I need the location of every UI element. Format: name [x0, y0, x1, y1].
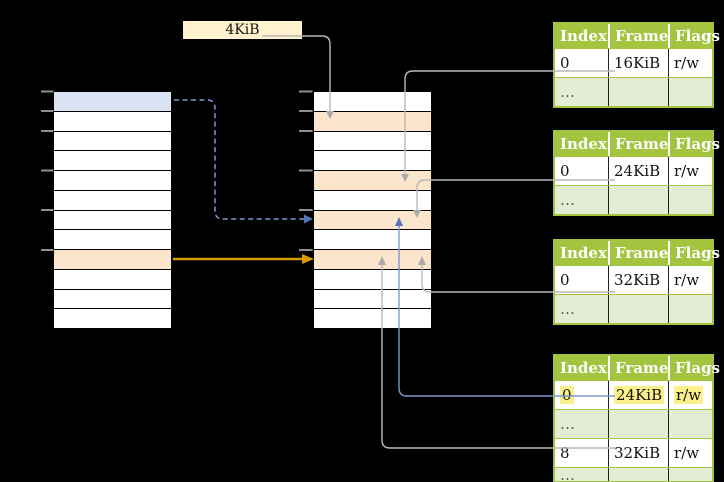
- table-row-ellipsis: …: [555, 185, 712, 214]
- table-row-ellipsis: …: [555, 467, 712, 481]
- column-header-index: Index: [560, 244, 607, 262]
- page-table-1: Index Frame Flags 0 16KiB r/w …: [553, 22, 720, 108]
- physical-memory-row: [314, 309, 431, 328]
- frame-cell: [608, 78, 668, 106]
- frame-cell: [608, 410, 668, 438]
- translation-arrow-dashed-blue: [174, 99, 304, 220]
- frame-cell: 24KiB: [608, 157, 668, 185]
- table-row: 0 16KiB r/w: [555, 48, 712, 77]
- index-cell: 0: [560, 271, 570, 289]
- table-row-ellipsis: …: [555, 294, 712, 323]
- physical-memory-frame-32kib: [314, 250, 431, 270]
- page-table-4: Index Frame Flags 0 24KiB r/w … 8 32KiB …: [553, 354, 720, 482]
- physical-memory-row: [314, 289, 431, 310]
- frame-cell: [608, 186, 668, 214]
- flags-cell: [668, 186, 712, 214]
- table-row-highlighted: 0 24KiB r/w: [555, 380, 712, 409]
- page-table-header: Index Frame Flags: [555, 24, 720, 48]
- physical-memory-frame-24kib: [314, 210, 431, 231]
- virtual-memory-row: [54, 210, 171, 231]
- virtual-memory-row: [54, 151, 171, 171]
- arrowhead-right-icon: [304, 214, 313, 224]
- column-header-flags: Flags: [668, 241, 720, 265]
- column-header-index: Index: [560, 135, 607, 153]
- page-table-3: Index Frame Flags 0 32KiB r/w …: [553, 239, 720, 325]
- table-row: 0 24KiB r/w: [555, 156, 712, 185]
- frame-cell: 32KiB: [608, 439, 668, 467]
- frame-cell: 16KiB: [608, 49, 668, 77]
- table-row: 8 32KiB r/w: [555, 438, 712, 467]
- flags-cell: [668, 410, 712, 438]
- column-header-frame: Frame: [608, 24, 668, 48]
- column-header-frame: Frame: [608, 132, 668, 156]
- page-table-header: Index Frame Flags: [555, 132, 720, 156]
- table-row: 0 32KiB r/w: [555, 265, 712, 294]
- index-cell: 8: [560, 444, 570, 462]
- page-table-2: Index Frame Flags 0 24KiB r/w …: [553, 130, 720, 216]
- virtual-memory-column: [53, 91, 172, 329]
- physical-memory-row: [314, 269, 431, 290]
- page-table-header: Index Frame Flags: [555, 241, 720, 265]
- flags-cell: r/w: [668, 266, 712, 294]
- virtual-memory-row: [54, 269, 171, 290]
- column-header-index: Index: [560, 27, 607, 45]
- virtual-memory-row: [54, 111, 171, 132]
- column-header-frame: Frame: [608, 356, 668, 380]
- index-cell: …: [560, 467, 575, 481]
- flags-cell: [668, 78, 712, 106]
- index-cell: …: [560, 191, 575, 209]
- virtual-memory-row: [54, 131, 171, 152]
- physical-memory-row: [314, 230, 431, 250]
- highlighted-value: 0: [560, 386, 574, 404]
- physical-memory-row: [314, 190, 431, 211]
- column-header-frame: Frame: [608, 241, 668, 265]
- column-header-index: Index: [560, 359, 607, 377]
- physical-memory-row: [314, 131, 431, 152]
- flags-cell: r/w: [668, 381, 712, 409]
- virtual-memory-row: [54, 230, 171, 250]
- index-cell: …: [560, 415, 575, 433]
- flags-cell: [668, 295, 712, 323]
- physical-memory-frame-4kib: [314, 111, 431, 132]
- column-header-flags: Flags: [668, 24, 720, 48]
- index-cell: 0: [555, 381, 608, 409]
- physical-memory-row: [314, 92, 431, 112]
- flags-cell: [668, 468, 712, 481]
- index-cell: …: [560, 83, 575, 101]
- virtual-memory-row-mapped-orange: [54, 250, 171, 270]
- physical-memory-frame-16kib: [314, 171, 431, 191]
- page-size-label: 4KiB: [183, 21, 302, 39]
- virtual-memory-row: [54, 171, 171, 191]
- virtual-memory-row: [54, 289, 171, 310]
- index-cell: 0: [560, 54, 570, 72]
- highlighted-value: 24KiB: [614, 386, 665, 404]
- flags-cell: r/w: [668, 439, 712, 467]
- page-table-header: Index Frame Flags: [555, 356, 720, 380]
- physical-memory-column: [313, 91, 432, 329]
- frame-cell: 32KiB: [608, 266, 668, 294]
- frame-cell: [608, 295, 668, 323]
- virtual-memory-row: [54, 190, 171, 211]
- virtual-memory-row-mapped-blue: [54, 92, 171, 112]
- index-cell: 0: [560, 162, 570, 180]
- highlighted-value: r/w: [674, 386, 704, 404]
- frame-cell: [608, 468, 668, 481]
- column-header-flags: Flags: [668, 356, 720, 380]
- virtual-memory-row: [54, 309, 171, 328]
- table-row-ellipsis: …: [555, 409, 712, 438]
- index-cell: …: [560, 300, 575, 318]
- flags-cell: r/w: [668, 49, 712, 77]
- column-header-flags: Flags: [668, 132, 720, 156]
- frame-cell: 24KiB: [608, 381, 668, 409]
- physical-memory-row: [314, 151, 431, 171]
- table-row-ellipsis: …: [555, 77, 712, 106]
- flags-cell: r/w: [668, 157, 712, 185]
